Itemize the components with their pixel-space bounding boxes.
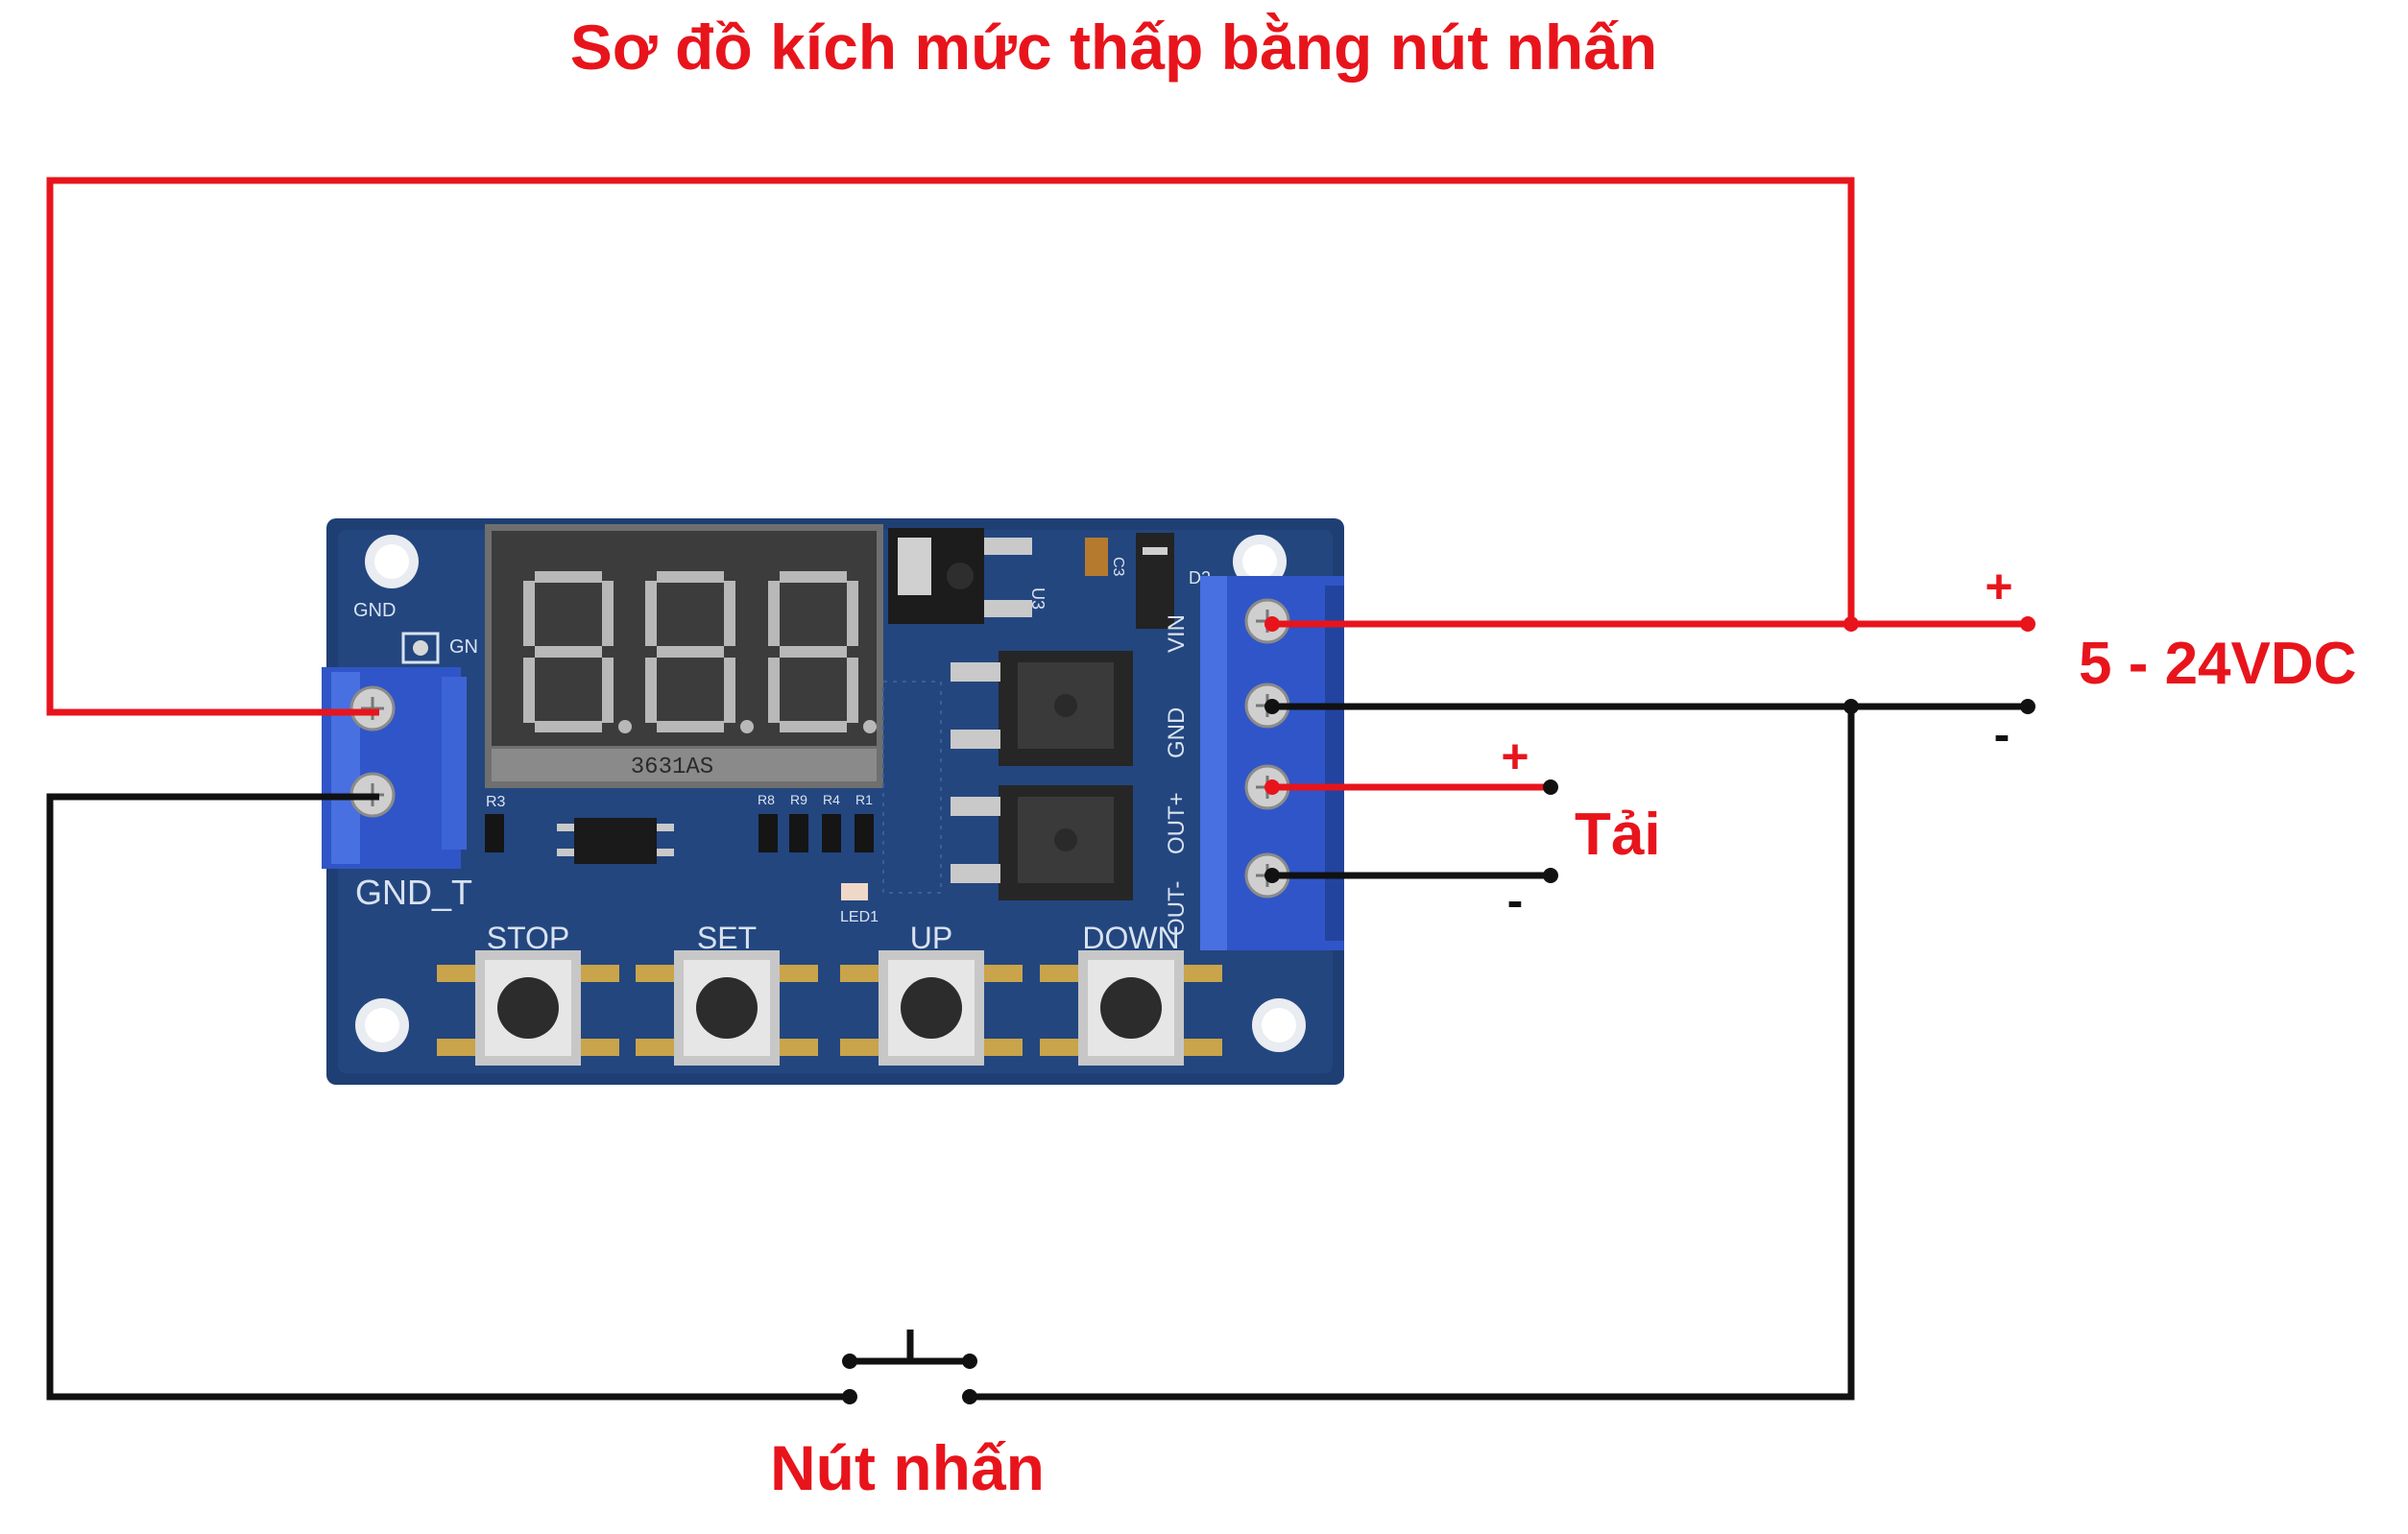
- trigger-terminal-block: [322, 667, 467, 869]
- push-button-label: Nút nhấn: [770, 1432, 1045, 1503]
- silk-r4: R4: [823, 792, 840, 807]
- voltage-regulator: U3: [888, 528, 1047, 624]
- silk-c3: C3: [1110, 557, 1126, 577]
- silk-r9: R9: [790, 792, 807, 807]
- wire-end: [2020, 616, 2035, 632]
- silk-gnd-t: GND_T: [355, 873, 472, 912]
- silk-led1: LED1: [840, 909, 879, 925]
- load-label: Tải: [1575, 802, 1661, 868]
- timer-relay-board: GND GN GND_T 3631AS: [322, 518, 1344, 1085]
- silk-u3: U3: [1028, 587, 1047, 610]
- mosfet-top: [951, 651, 1133, 766]
- silk-gnd-out: GND: [1164, 707, 1190, 758]
- silk-gn: GN: [449, 636, 478, 658]
- tactile-button-set: SET: [636, 921, 818, 1066]
- load-minus-label: -: [1507, 874, 1524, 927]
- supply-minus-label: -: [1994, 707, 2011, 761]
- silk-r3: R3: [486, 794, 506, 810]
- load-plus-label: +: [1501, 730, 1529, 783]
- seven-segment-display: 3631AS: [485, 524, 883, 788]
- wire-trigger-to-vplus: [46, 177, 1855, 716]
- diagram-title: Sơ đồ kích mức thấp bằng nút nhấn: [570, 12, 1657, 83]
- wire-end: [1543, 779, 1558, 795]
- silk-out-plus: OUT+: [1164, 792, 1190, 854]
- tactile-button-down: DOWN: [1040, 921, 1222, 1066]
- wire-end: [1543, 868, 1558, 883]
- wire-trigger-gnd-left: [46, 793, 850, 1401]
- tactile-button-stop: STOP: [437, 921, 619, 1066]
- silk-r8: R8: [758, 792, 775, 807]
- ic-optocoupler: [574, 818, 657, 864]
- silk-gnd: GND: [353, 600, 396, 621]
- button-label-set: SET: [697, 921, 757, 955]
- wire-end: [2020, 699, 2035, 714]
- tactile-button-up: UP: [840, 921, 1023, 1066]
- led1: [841, 883, 868, 900]
- push-button-symbol: [842, 1330, 977, 1404]
- button-label-down: DOWN: [1082, 921, 1179, 955]
- power-output-terminal-block: [1200, 576, 1344, 950]
- silk-out-minus: OUT-: [1164, 881, 1190, 936]
- display-part-number: 3631AS: [631, 755, 713, 780]
- supply-voltage-label: 5 - 24VDC: [2079, 631, 2356, 697]
- wire-trigger-gnd-right: [970, 707, 1855, 1401]
- button-label-up: UP: [910, 921, 952, 955]
- button-label-stop: STOP: [487, 921, 570, 955]
- mosfet-bottom: [951, 785, 1133, 900]
- silk-vin: VIN: [1164, 614, 1190, 653]
- junction-dot: [1843, 616, 1859, 632]
- supply-plus-label: +: [1985, 560, 2012, 613]
- silk-r1: R1: [855, 792, 873, 807]
